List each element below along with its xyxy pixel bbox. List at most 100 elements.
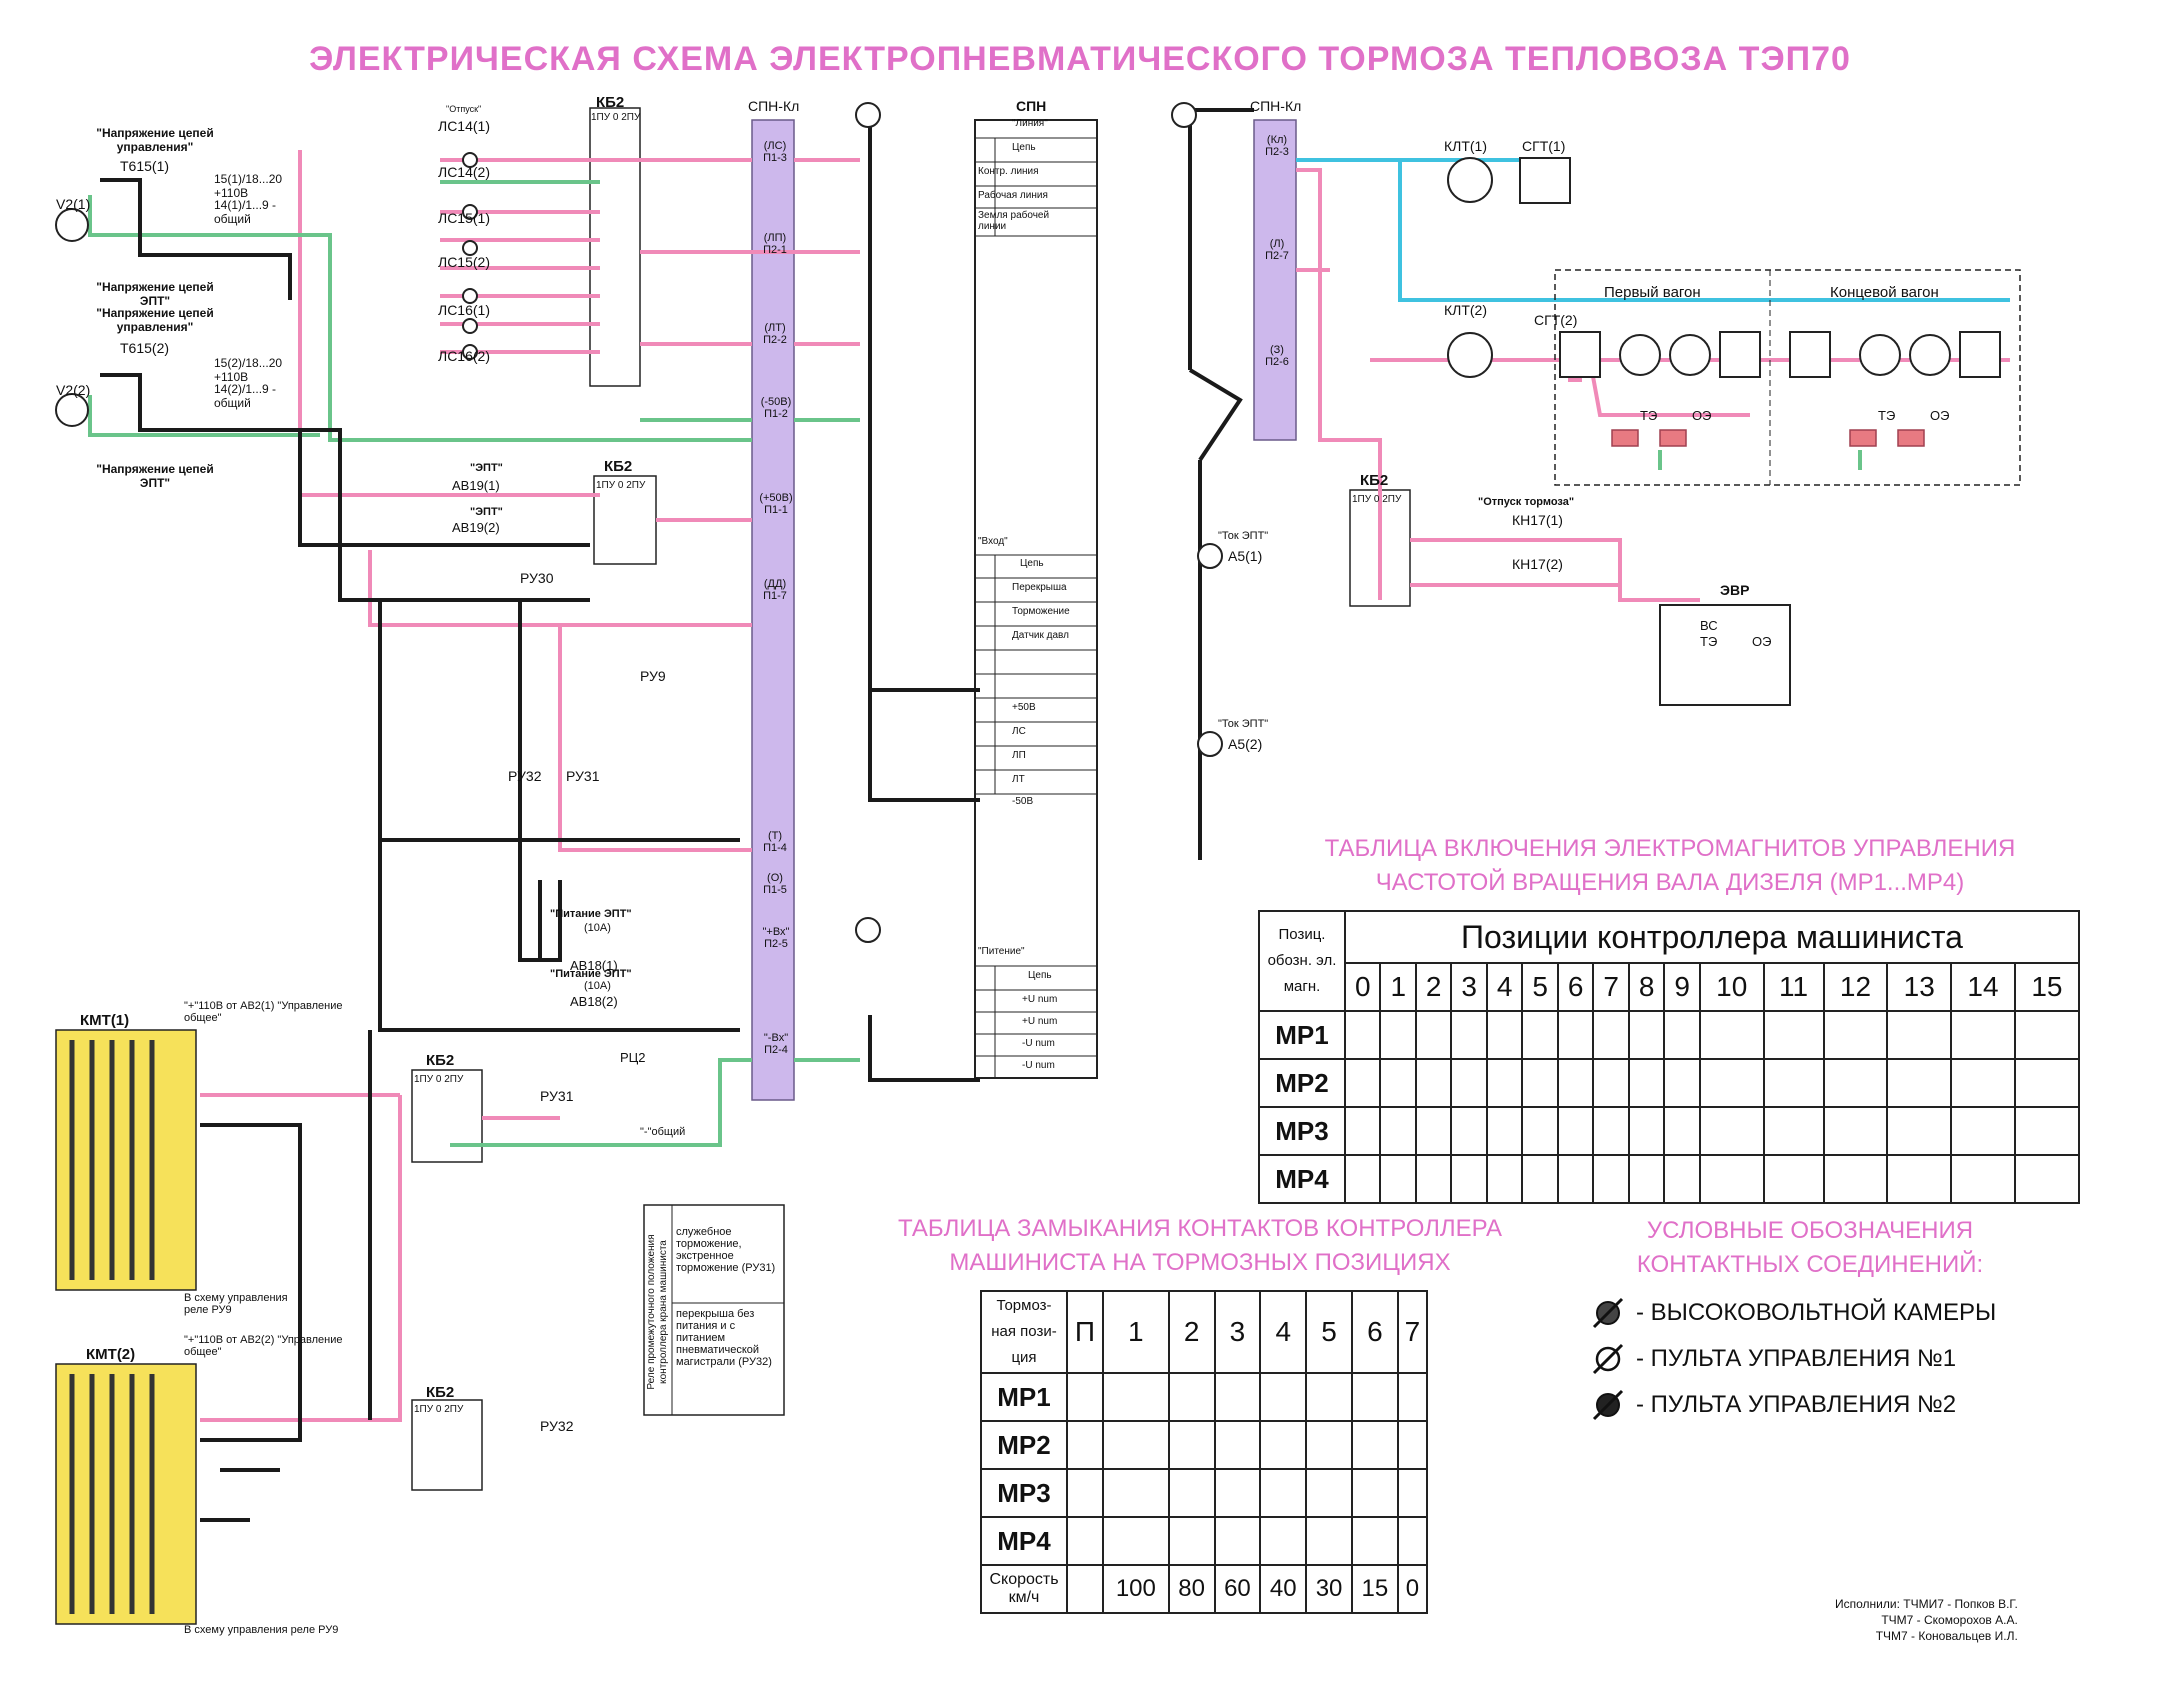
- table2-row: МР4: [980, 1516, 1429, 1566]
- table1-cell: [1663, 1010, 1701, 1060]
- table1-cell: [1627, 1154, 1666, 1204]
- table1-cell: [1762, 1106, 1825, 1156]
- table1-cell: [1698, 1058, 1765, 1108]
- table2-speed-cell: 60: [1213, 1564, 1262, 1614]
- table1-cell: [1379, 1106, 1417, 1156]
- bus-label-plus-in: "+Вх" П2-5: [762, 926, 790, 950]
- kb2-label-4: КБ2: [426, 1052, 455, 1069]
- input-row-6: +50В: [1012, 702, 1036, 713]
- table1-col-header: 2: [1414, 962, 1453, 1012]
- legend-item-panel2: - ПУЛЬТА УПРАВЛЕНИЯ №2: [1590, 1382, 2150, 1428]
- page-title: ЭЛЕКТРИЧЕСКАЯ СХЕМА ЭЛЕКТРОПНЕВМАТИЧЕСКО…: [309, 40, 1851, 78]
- input-row-1: Перекрыша: [1012, 582, 1067, 593]
- table2-cell: [1396, 1420, 1429, 1470]
- bus-label-kl: (Кл) П2-3: [1265, 134, 1289, 158]
- bus-label-minus-in: "-Вх" П2-4: [763, 1032, 789, 1056]
- ept-power-2: "Питание ЭПТ": [550, 968, 632, 980]
- kb2-label-1: КБ2: [596, 94, 625, 111]
- supply2-footer: "Напряжение цепей ЭПТ": [96, 462, 214, 490]
- table2-cell: [1350, 1420, 1399, 1470]
- note-box-lap: перекрыша без питания и с питанием пневм…: [676, 1308, 772, 1368]
- table2-cell: [1305, 1468, 1353, 1518]
- table2-row: МР2: [980, 1420, 1429, 1470]
- table1-cell: [1556, 1106, 1595, 1156]
- table1-cell: [1663, 1058, 1701, 1108]
- table2-speed-cell: 30: [1305, 1564, 1353, 1614]
- table1-cell: [1663, 1106, 1701, 1156]
- klt1-coil: [1447, 157, 1493, 203]
- table1-col-header: 3: [1450, 962, 1488, 1012]
- table1-title: ТАБЛИЦА ВКЛЮЧЕНИЯ ЭЛЕКТРОМАГНИТОВ УПРАВЛ…: [1240, 832, 2100, 900]
- table2-cell: [1101, 1420, 1170, 1470]
- table1-cell: [1414, 1154, 1453, 1204]
- table1-cell: [1627, 1010, 1666, 1060]
- table1-cell: [1592, 1154, 1630, 1204]
- credits-line1: Исполнили: ТЧМИ7 - Попков В.Г.: [1835, 1597, 2018, 1611]
- table2-col-header: 6: [1350, 1290, 1399, 1374]
- table2-cell: [1167, 1372, 1216, 1422]
- table1-cell: [1450, 1154, 1488, 1204]
- breaker-av18-2: АВ18(2): [570, 994, 618, 1009]
- table2-speed-label: Скорость км/ч: [980, 1564, 1068, 1614]
- kb2-positions-4: 1ПУ 0 2ПУ: [414, 1074, 464, 1085]
- table2-cell: [1101, 1468, 1170, 1518]
- table1-col-header: 6: [1556, 962, 1595, 1012]
- cars-frame: [1554, 269, 2021, 486]
- table1-cell: [1343, 1010, 1382, 1060]
- table1-title-line2: ЧАСТОТОЙ ВРАЩЕНИЯ ВАЛА ДИЗЕЛЯ (МР1...МР4…: [1375, 869, 1965, 896]
- table1-cell: [2013, 1058, 2081, 1108]
- table1-cell: [1950, 1154, 2016, 1204]
- spn-line-label: "Линия": [1012, 118, 1048, 129]
- table1-col-header: 5: [1521, 962, 1559, 1012]
- table1-cell: [1822, 1106, 1889, 1156]
- lamp-ls16-2: ЛС16(2): [438, 348, 490, 364]
- legend-item-panel1-label: - ПУЛЬТА УПРАВЛЕНИЯ №1: [1636, 1345, 1957, 1372]
- bus-label-z: (З) П2-6: [1265, 344, 1289, 368]
- table2-row: МР1: [980, 1372, 1429, 1422]
- table1-cell: [1521, 1010, 1559, 1060]
- table2-speed-cell: 100: [1101, 1564, 1170, 1614]
- table2-cell: [1305, 1420, 1353, 1470]
- relay-ru31: РУ31: [566, 768, 600, 784]
- ept-power-amp-2: (10А): [584, 980, 611, 992]
- ept-power-1: "Питание ЭПТ": [550, 908, 632, 920]
- lamp-ls15-2: ЛС15(2): [438, 254, 490, 270]
- node-1: [855, 102, 881, 128]
- table1-col-header: 13: [1886, 962, 1953, 1012]
- ept-caption-1: "ЭПТ": [470, 462, 503, 474]
- table1-row: МР2: [1258, 1058, 2081, 1108]
- evr-oe-label: ОЭ: [1752, 634, 1772, 649]
- table2-cell: [1066, 1468, 1104, 1518]
- table1-cell: [1556, 1010, 1595, 1060]
- input-row-3: Датчик давл: [1012, 630, 1069, 641]
- legend-title-line1: УСЛОВНЫЕ ОБОЗНАЧЕНИЯ: [1646, 1217, 1974, 1244]
- table1-cell: [1556, 1154, 1595, 1204]
- table2-cell: [1350, 1516, 1399, 1566]
- relay-ru30: РУ30: [520, 570, 554, 586]
- spn-input-label: "Вход": [978, 536, 1008, 547]
- v2-1-meter: [55, 208, 89, 242]
- lamp-caption-release: "Отпуск": [446, 104, 482, 114]
- table-diesel-magnets: Позиц. обозн. эл. магн. Позиции контролл…: [1258, 910, 2081, 1204]
- plus110-1: 15(1)/18...20 +110В: [214, 172, 283, 200]
- breaker-av19-2: АВ19(2): [452, 520, 500, 535]
- table1-cell: [1592, 1010, 1630, 1060]
- bus-label-dd: (ДД) П1-7: [763, 578, 787, 602]
- table1-cell: [1450, 1010, 1488, 1060]
- table2-cell: [1350, 1468, 1399, 1518]
- table1-row-header: МР2: [1258, 1058, 1346, 1108]
- line-row-2: Рабочая линия: [978, 190, 1048, 201]
- relay-ru31-kmt: РУ31: [540, 1088, 574, 1104]
- table2-col-header: 1: [1101, 1290, 1170, 1374]
- table1-cell: [1698, 1154, 1765, 1204]
- table1-cell: [1698, 1106, 1765, 1156]
- lamp-ls14-2: ЛС14(2): [438, 164, 490, 180]
- table2-cell: [1259, 1420, 1308, 1470]
- input-row-2: Торможение: [1012, 606, 1070, 617]
- table1-cell: [1822, 1010, 1889, 1060]
- credits-line2: ТЧМ7 - Скоморохов А.А.: [1881, 1613, 2018, 1627]
- hv-chamber-symbol-icon: [1592, 1297, 1624, 1329]
